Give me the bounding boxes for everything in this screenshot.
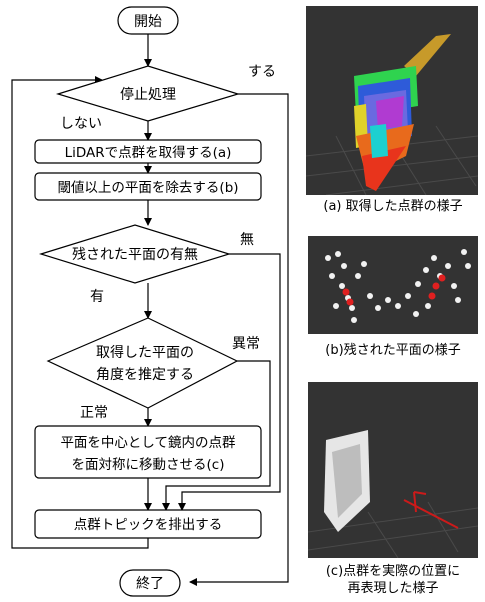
decision-stop-label: 停止処理 [120,86,176,103]
process-acquire-label: LiDARで点群を取得する(a) [65,144,232,161]
caption-a: (a) 取得した点群の様子 [323,199,463,214]
process-mirror [34,425,262,479]
caption-c-line2: 再表現した様子 [347,581,439,596]
decision-angle [46,317,239,409]
decision-angle-label-2: 角度を推定する [96,367,194,383]
caption-c-line1: (c)点群を実際の位置に [325,564,461,579]
arrow-none-branch [178,253,281,511]
end-terminal [119,569,181,597]
process-mirror-label-1: 平面を中心として鏡内の点群 [60,435,236,451]
process-remove-label: 閾値以上の平面を除去する(b) [57,180,238,196]
decision-remaining-label: 残された平面の有無 [72,247,198,263]
arrow-stop-to-end [189,93,289,586]
process-remove [34,172,262,201]
pointcloud-image-c [308,382,478,558]
branch-label-suru: する [248,64,276,80]
decision-remaining [38,224,232,284]
process-publish [34,509,262,539]
branch-label-ijou: 異常 [232,336,260,352]
end-label: 終了 [136,576,164,592]
branch-label-seijou: 正常 [80,405,108,421]
pointcloud-render-c [308,430,478,558]
branch-label-yu: 有 [90,289,104,305]
process-publish-label: 点群トピックを排出する [74,517,223,533]
arrow-loop-back [11,76,149,549]
branch-label-shinai: しない [60,116,102,132]
start-terminal [117,6,179,35]
start-label: 開始 [134,14,162,30]
flowchart: 開始 停止処理 する しない LiDARで点群を取得する(a) 閾値以上の平面を… [11,6,289,597]
decision-angle-label-1: 取得した平面の [96,344,194,361]
arrow-abnormal-branch [162,360,271,511]
decision-stop [55,65,241,122]
pointcloud-image-b [308,236,478,334]
pointcloud-render-a [306,34,478,195]
pointcloud-image-a [306,6,478,195]
pointcloud-render-b [325,249,471,323]
branch-label-mu: 無 [240,232,254,248]
process-mirror-label-2: を面対称に移動させる(c) [72,457,225,473]
caption-b: (b)残された平面の様子 [325,343,461,358]
process-acquire [34,139,262,164]
